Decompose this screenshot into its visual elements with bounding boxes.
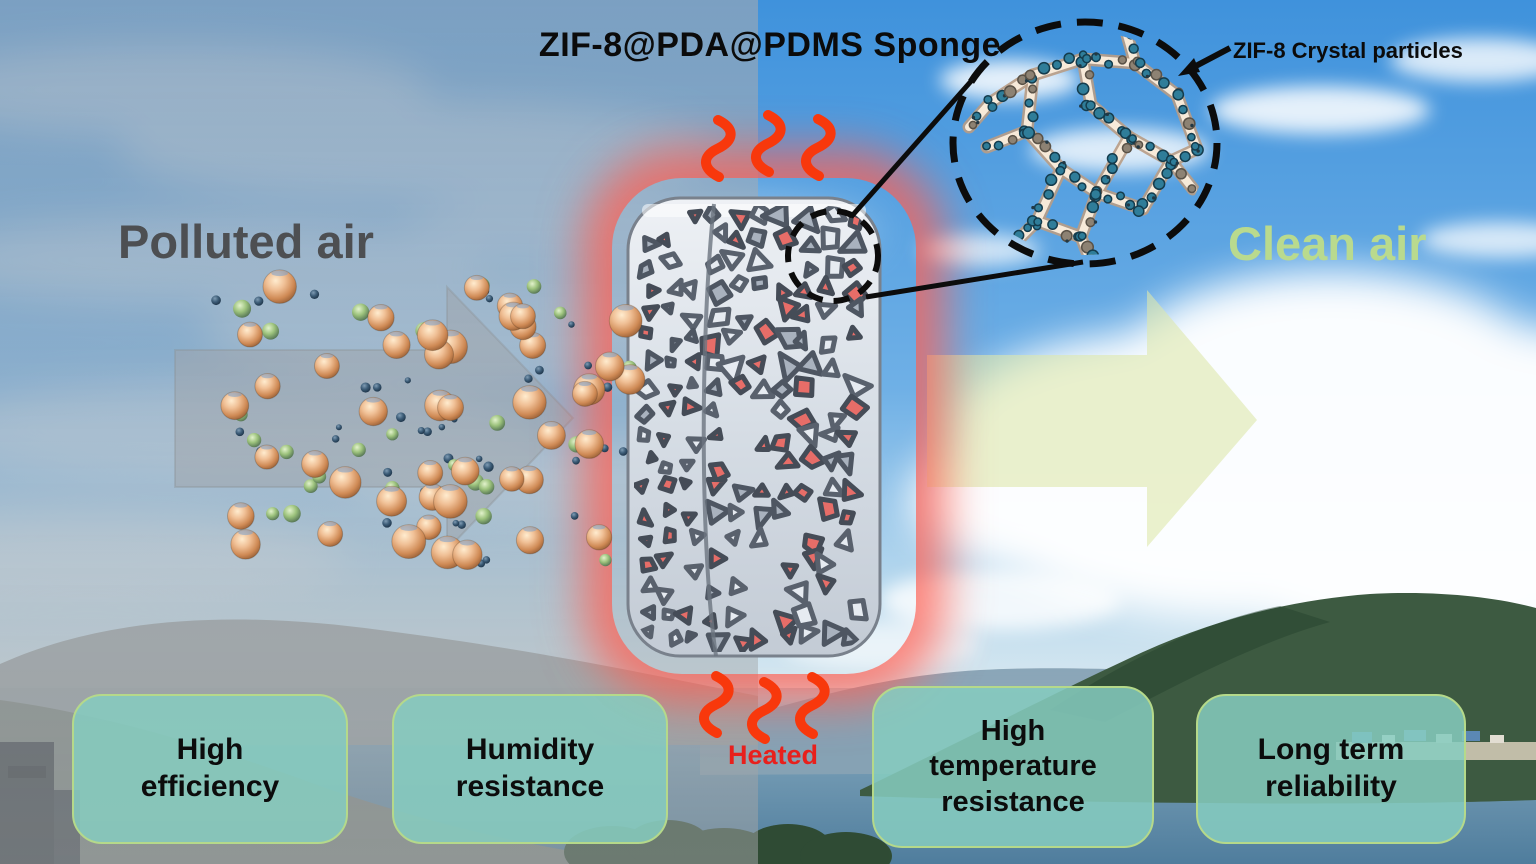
badge-high-efficiency: High efficiency [72,694,348,844]
badge-label: Long term reliability [1257,733,1405,803]
foreground-buildings [0,742,80,864]
sponge-heat-glow [612,178,916,674]
zif8-crystal-network [962,31,1204,255]
zoom-circle-small [785,208,881,304]
zoom-circle-large [949,18,1221,268]
large-cloud [910,270,1536,650]
sponge-rim-line [701,203,718,657]
crystal-particles-label: ZIF-8 Crystal particles [1233,38,1463,63]
heat-wave-icon [756,115,781,172]
sponge-body [626,196,882,658]
sponge-top-highlight [642,204,866,217]
heat-wave-icon [704,676,729,733]
heat-wave-icon [806,119,831,176]
sponge-illustration [626,196,882,658]
zoom-connector-line-top [849,77,975,219]
badge-label: Humidity resistance [455,733,605,803]
polluted-air-label: Polluted air [118,215,374,268]
badge-humidity-resistance: Humidity resistance [392,694,668,844]
clean-air-label: Clean air [1228,217,1427,270]
clean-air-arrow [927,290,1257,547]
badge-high-temperature-resistance: High temperature resistance [872,686,1154,848]
heat-wave-icon [706,120,731,177]
sponge-pores [634,206,874,652]
badge-long-term-reliability: Long term reliability [1196,694,1466,844]
heat-waves [704,115,831,739]
badge-label: High temperature resistance [929,714,1097,818]
zoom-connector-line-bottom [865,259,1084,300]
badge-label: High efficiency [140,733,280,803]
crystal-pointer-arrow [1178,45,1232,76]
polluted-air-arrow [174,284,575,553]
right-sky-small-clouds [780,38,1536,669]
heat-wave-icon [752,682,777,739]
heated-label: Heated [727,740,819,770]
page-title: ZIF-8@PDA@PDMS Sponge [538,26,1002,64]
heat-wave-icon [800,677,825,734]
left-sky-cloud-streaks [0,44,880,604]
